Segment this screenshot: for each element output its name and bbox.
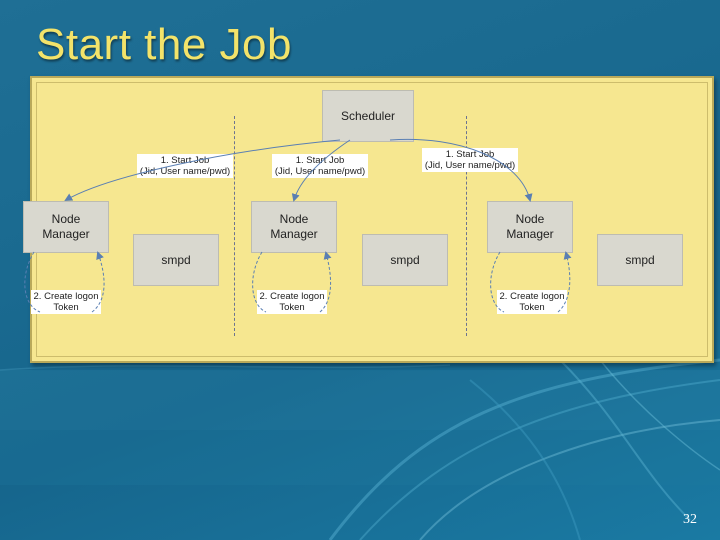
create-token-label-1a: 2. Create logon	[33, 291, 99, 302]
create-token-label-1: 2. Create logon Token	[31, 290, 101, 314]
smpd-box-1: smpd	[133, 234, 219, 286]
scheduler-box: Scheduler	[322, 90, 414, 142]
start-job-label-2: 1. Start Job (Jid, User name/pwd)	[272, 154, 368, 178]
node-manager-label-3b: Manager	[506, 227, 553, 242]
create-token-label-3a: 2. Create logon	[499, 291, 565, 302]
slide-title: Start the Job	[36, 20, 292, 70]
node-manager-label-2b: Manager	[270, 227, 317, 242]
create-token-label-1b: Token	[33, 302, 99, 313]
page-number: 32	[683, 512, 697, 528]
create-token-label-2b: Token	[259, 302, 325, 313]
smpd-label-2: smpd	[390, 253, 419, 268]
smpd-label-1: smpd	[161, 253, 190, 268]
node-manager-label-1b: Manager	[42, 227, 89, 242]
start-job-label-1b: (Jid, User name/pwd)	[139, 166, 231, 177]
node-manager-label-2a: Node	[270, 212, 317, 227]
smpd-label-3: smpd	[625, 253, 654, 268]
create-token-label-3b: Token	[499, 302, 565, 313]
create-token-label-2: 2. Create logon Token	[257, 290, 327, 314]
start-job-label-1a: 1. Start Job	[139, 155, 231, 166]
start-job-label-2b: (Jid, User name/pwd)	[274, 166, 366, 177]
node-manager-box-2: Node Manager	[251, 201, 337, 253]
node-manager-box-1: Node Manager	[23, 201, 109, 253]
node-separator-1	[234, 116, 235, 336]
start-job-label-3a: 1. Start Job	[424, 149, 516, 160]
smpd-box-2: smpd	[362, 234, 448, 286]
start-job-label-3b: (Jid, User name/pwd)	[424, 160, 516, 171]
node-manager-label-3a: Node	[506, 212, 553, 227]
scheduler-label: Scheduler	[341, 109, 395, 124]
node-manager-box-3: Node Manager	[487, 201, 573, 253]
node-manager-label-1a: Node	[42, 212, 89, 227]
create-token-label-2a: 2. Create logon	[259, 291, 325, 302]
create-token-label-3: 2. Create logon Token	[497, 290, 567, 314]
start-job-label-2a: 1. Start Job	[274, 155, 366, 166]
smpd-box-3: smpd	[597, 234, 683, 286]
start-job-label-3: 1. Start Job (Jid, User name/pwd)	[422, 148, 518, 172]
start-job-label-1: 1. Start Job (Jid, User name/pwd)	[137, 154, 233, 178]
